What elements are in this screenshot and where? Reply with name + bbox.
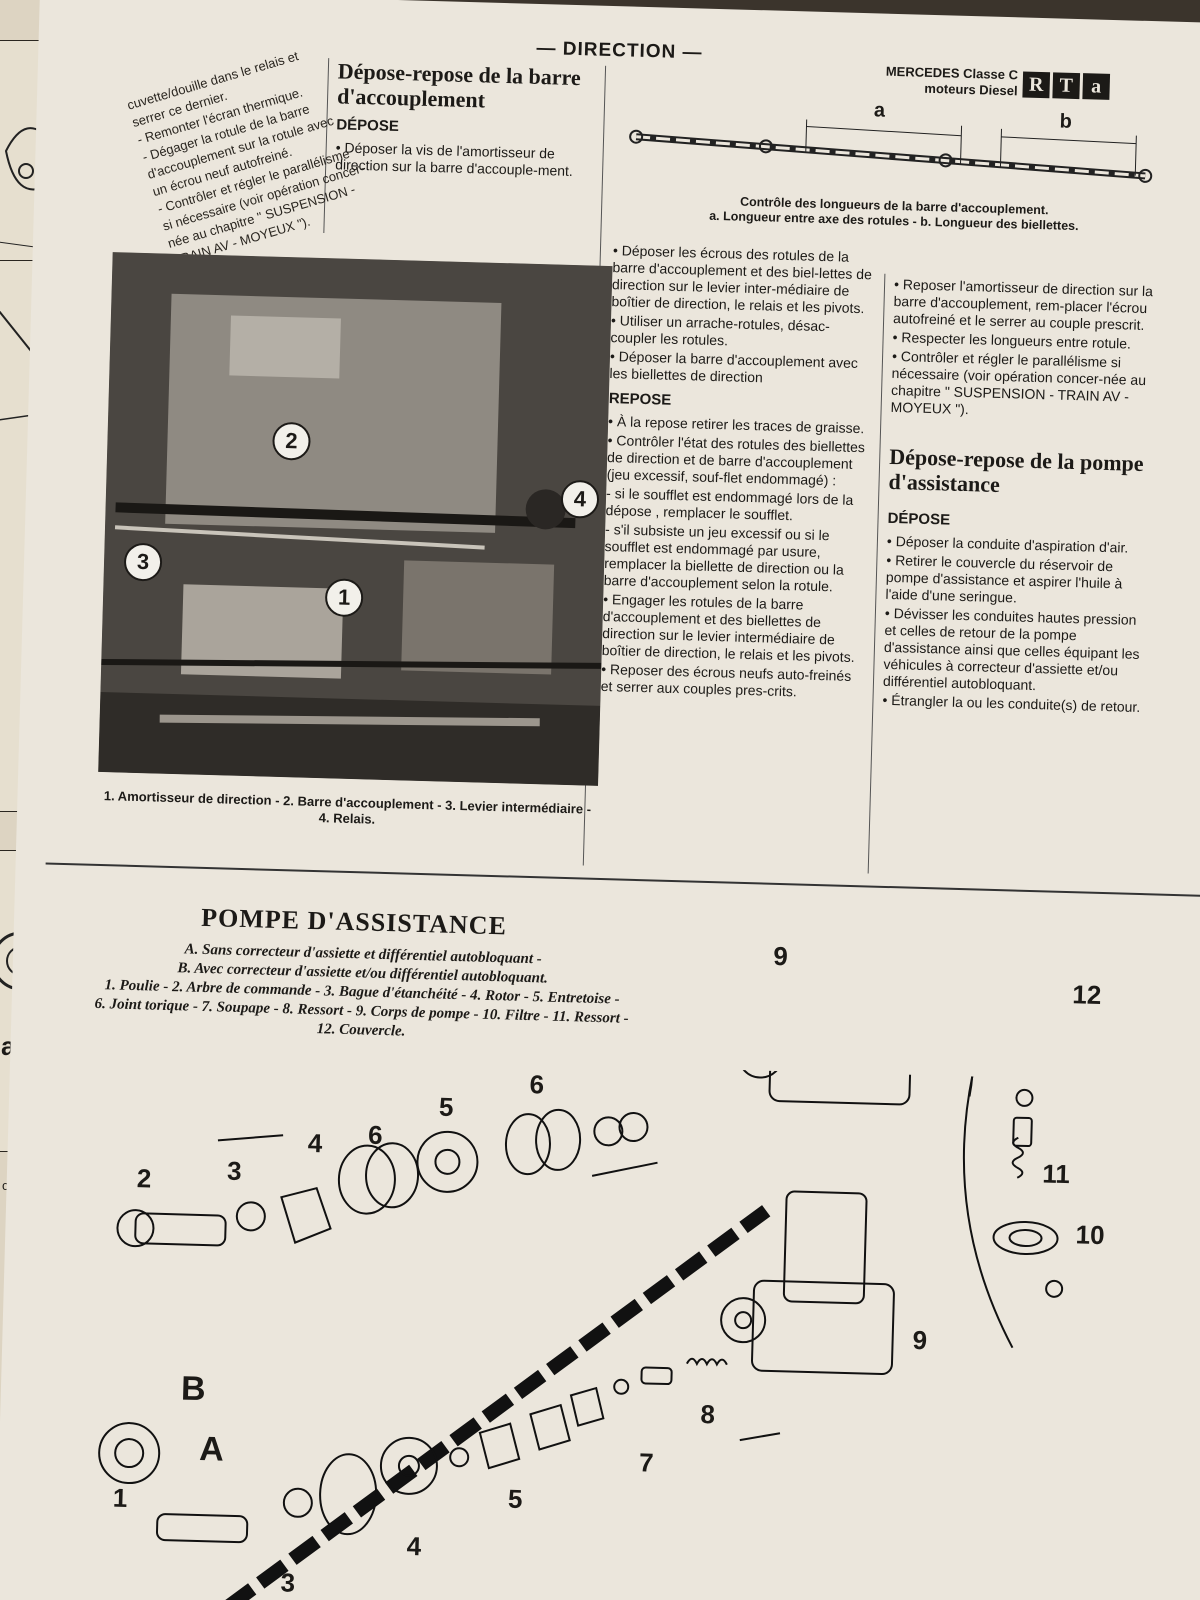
vehicle-line2: moteurs Diesel [924, 80, 1018, 99]
part-label-9-lower: 9 [912, 1324, 928, 1356]
pompe-figure-caption: A. Sans correcteur d'assiette et différe… [51, 937, 673, 1049]
barre-repose-step: • Engager les rotules de la barre d'acco… [601, 590, 855, 666]
part-label-12: 12 [1071, 979, 1102, 1011]
part-label-10: 10 [1075, 1219, 1105, 1251]
part-label-3-lower: 3 [280, 1567, 296, 1598]
pompe-figure-title: POMPE D'ASSISTANCE [200, 902, 508, 941]
barre-steps-column: • Déposer les écrous des rotules de la b… [600, 242, 875, 704]
diagram-label-b: b [1059, 110, 1073, 133]
barre-final-column: • Reposer l'amortisseur de direction sur… [882, 276, 1154, 718]
tie-rod-diagram: a b [625, 99, 1167, 201]
barre-title: Dépose-repose de la barre d'accouplement [336, 58, 582, 113]
photo-illustration [98, 252, 613, 786]
pompe-depose-heading: DÉPOSE [887, 509, 951, 529]
photo-caption: 1. Amortisseur de direction - 2. Barre d… [103, 788, 592, 827]
barre-repose-step: • Reposer des écrous neufs auto-freinés … [600, 660, 852, 700]
section-header: — DIRECTION — [536, 37, 703, 64]
barre-final-step: • Reposer l'amortisseur de direction sur… [892, 275, 1154, 333]
pompe-section-title: Dépose-repose de la pompe d'assistance [888, 443, 1144, 497]
part-label-5-lower: 5 [507, 1483, 523, 1515]
part-label-11: 11 [1041, 1158, 1071, 1190]
vehicle-header: MERCEDES Classe C moteurs Diesel [857, 63, 1019, 99]
pompe-step: • Retirer le couvercle du réservoir de p… [885, 551, 1123, 606]
part-label-4-lower: 4 [406, 1530, 422, 1562]
tie-rod-illustration [629, 119, 1153, 183]
logo-letter-t: T [1052, 72, 1081, 100]
barre-depose-step: • Déposer la vis de l'amortisseur de dir… [335, 139, 574, 179]
variant-label-b: B [180, 1369, 207, 1409]
barre-step: • Déposer la barre d'accouplement avec l… [609, 348, 859, 386]
steering-photo: 1 2 3 4 [98, 252, 613, 786]
barre-step: • Utiliser un arrache-rotules, désac-cou… [610, 312, 831, 349]
barre-final-step: • Contrôler et régler le parallélisme si… [890, 347, 1147, 418]
rta-logo: R T a [1022, 71, 1111, 100]
part-label-8: 8 [700, 1399, 716, 1430]
part-label-6-upper: 6 [367, 1119, 384, 1151]
part-label-3-upper: 3 [226, 1155, 242, 1187]
barre-step: • Déposer les écrous des rotules de la b… [611, 242, 873, 317]
part-label-2: 2 [136, 1163, 152, 1194]
part-label-4-upper: 4 [307, 1127, 323, 1159]
barre-repose-step: - s'il subsiste un jeu excessif ou si le… [603, 520, 845, 595]
barre-depose-heading: DÉPOSE [336, 116, 400, 136]
part-label-9-upper: 9 [772, 940, 789, 972]
barre-repose-step: - si le soufflet est endommagé lors de l… [605, 485, 854, 524]
part-label-6-lower: 6 [529, 1069, 545, 1100]
pump-exploded-illustration [98, 921, 1064, 1600]
part-label-5-upper: 5 [438, 1091, 454, 1122]
pompe-step: • Dévisser les conduites hautes pression… [882, 604, 1140, 694]
logo-letter-r: R [1022, 71, 1051, 99]
section-divider [45, 862, 1200, 897]
barre-repose-step: • Contrôler l'état des rotules des biell… [606, 432, 866, 489]
diagram-label-a: a [873, 99, 886, 122]
variant-label-a: A [198, 1430, 225, 1469]
pump-exploded-view: 1 2 3 3 4 4 5 5 6 6 7 8 9 9 10 11 12 B A [55, 921, 1170, 1600]
part-label-1: 1 [112, 1482, 128, 1514]
barre-repose-heading: REPOSE [608, 390, 672, 409]
logo-letter-a: a [1082, 73, 1111, 100]
barre-intro-column: Dépose-repose de la barre d'accouplement… [335, 58, 598, 182]
part-label-7: 7 [638, 1447, 655, 1478]
